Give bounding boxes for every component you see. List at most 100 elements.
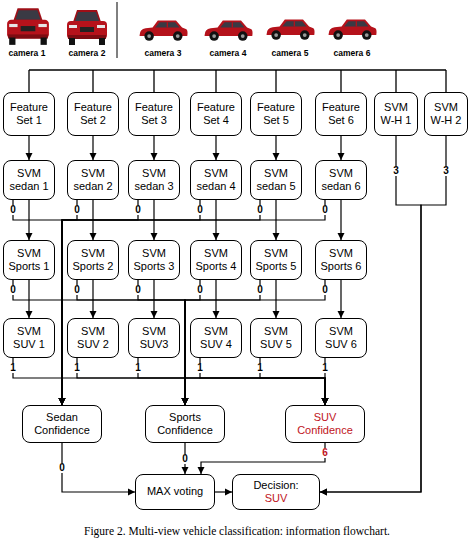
output-value: 3 bbox=[442, 166, 450, 176]
flow-arrow bbox=[340, 280, 341, 318]
flow-arrow bbox=[13, 358, 325, 405]
flow-arrow bbox=[138, 358, 325, 405]
output-value: 0 bbox=[9, 285, 17, 295]
output-value: 0 bbox=[321, 205, 329, 215]
flow-arrow bbox=[62, 200, 138, 405]
box-label: SVM sedan 1 bbox=[6, 167, 52, 193]
feature-box: Feature Set 5 bbox=[250, 92, 302, 136]
box-label: SVM SUV3 bbox=[131, 325, 177, 351]
output-value: 1 bbox=[256, 363, 264, 373]
svm-box: SVM SUV 4 bbox=[190, 318, 242, 358]
box-label: MAX voting bbox=[138, 485, 212, 498]
box-label: SVM Sports 5 bbox=[253, 247, 299, 273]
flow-arrow bbox=[201, 443, 325, 474]
box-label: Feature Set 6 bbox=[318, 101, 364, 127]
box-label: SVM SUV 5 bbox=[253, 325, 299, 351]
feature-box: Feature Set 3 bbox=[128, 92, 180, 136]
confidence-box: SUV Confidence bbox=[285, 405, 365, 443]
voting-box: MAX voting bbox=[135, 474, 215, 510]
flow-arrow bbox=[13, 200, 62, 405]
flow-arrow bbox=[340, 200, 341, 240]
flow-arrow bbox=[28, 280, 29, 318]
flow-arrow bbox=[62, 200, 200, 405]
camera-label: camera 5 bbox=[272, 48, 309, 58]
output-value: 1 bbox=[73, 363, 81, 373]
output-value: 1 bbox=[9, 363, 17, 373]
svm-box: SVM sedan 1 bbox=[3, 160, 55, 200]
output-value: 0 bbox=[196, 205, 204, 215]
output-value: 0 bbox=[73, 285, 81, 295]
svm-box: SVM SUV 6 bbox=[315, 318, 367, 358]
box-label: Feature Set 2 bbox=[70, 101, 116, 127]
camera-label: camera 2 bbox=[69, 48, 106, 58]
svm-box: SVM SUV 2 bbox=[67, 318, 119, 358]
flow-arrow bbox=[62, 200, 260, 405]
box-label: SVM sedan 6 bbox=[318, 167, 364, 193]
flow-arrow bbox=[62, 200, 325, 405]
box-label: SVM Sports 1 bbox=[6, 247, 52, 273]
feature-box: Feature Set 2 bbox=[67, 92, 119, 136]
box-label: SVM sedan 3 bbox=[131, 167, 177, 193]
svm-box: SVM sedan 4 bbox=[190, 160, 242, 200]
output-value: 1 bbox=[321, 363, 329, 373]
camera-label: camera 4 bbox=[210, 48, 247, 58]
output-value: 0 bbox=[58, 463, 66, 473]
svm-box: SVM sedan 3 bbox=[128, 160, 180, 200]
svm-box: SVM Sports 2 bbox=[67, 240, 119, 280]
car-photo bbox=[67, 10, 107, 45]
output-value: 0 bbox=[73, 205, 81, 215]
output-value: 0 bbox=[196, 285, 204, 295]
car-photo bbox=[140, 20, 188, 40]
feature-box: Feature Set 6 bbox=[315, 92, 367, 136]
flow-arrow bbox=[275, 280, 276, 318]
svm-box: SVM Sports 5 bbox=[250, 240, 302, 280]
feature-box: Feature Set 4 bbox=[190, 92, 242, 136]
svm-box: SVM sedan 5 bbox=[250, 160, 302, 200]
box-label: SVM SUV 6 bbox=[318, 325, 364, 351]
svm-box: SVM SUV 5 bbox=[250, 318, 302, 358]
flow-arrow bbox=[92, 136, 93, 160]
camera-label: camera 3 bbox=[145, 48, 182, 58]
box-label: SVM SUV 2 bbox=[70, 325, 116, 351]
box-label: Feature Set 1 bbox=[6, 101, 52, 127]
feature-box: Feature Set 1 bbox=[3, 92, 55, 136]
svm-box: SVM sedan 2 bbox=[67, 160, 119, 200]
output-value: 6 bbox=[321, 448, 329, 458]
flow-arrow bbox=[62, 200, 77, 405]
flow-arrow bbox=[215, 491, 232, 492]
figure-caption: Figure 2. Multi-view vehicle classificat… bbox=[0, 525, 474, 537]
output-value: 0 bbox=[134, 285, 142, 295]
svm-box: SVM Sports 3 bbox=[128, 240, 180, 280]
box-label: SUV bbox=[235, 492, 317, 505]
flow-arrow bbox=[153, 136, 154, 160]
svm-box: SVM Sports 1 bbox=[3, 240, 55, 280]
output-value: 0 bbox=[181, 454, 189, 464]
svm-box: SVM W-H 2 bbox=[424, 92, 468, 136]
svm-box: SVM Sports 4 bbox=[190, 240, 242, 280]
flow-arrow bbox=[215, 136, 216, 160]
output-value: 1 bbox=[196, 363, 204, 373]
box-label: SVM sedan 4 bbox=[193, 167, 239, 193]
box-label: SVM Sports 4 bbox=[193, 247, 239, 273]
flow-arrow bbox=[340, 136, 341, 160]
svm-box: SVM W-H 1 bbox=[374, 92, 418, 136]
decision-box: Decision:SUV bbox=[232, 474, 320, 510]
box-label: Feature Set 5 bbox=[253, 101, 299, 127]
box-label: SVM W-H 2 bbox=[427, 101, 465, 127]
flow-arrow bbox=[77, 358, 325, 405]
flow-arrow bbox=[28, 136, 29, 160]
svm-box: SVM sedan 6 bbox=[315, 160, 367, 200]
output-value: 0 bbox=[321, 285, 329, 295]
box-label: Feature Set 3 bbox=[131, 101, 177, 127]
box-label: Sports Confidence bbox=[148, 411, 222, 437]
flow-arrow bbox=[185, 280, 325, 405]
separator-line bbox=[117, 2, 118, 58]
confidence-box: Sports Confidence bbox=[145, 405, 225, 443]
box-label: Feature Set 4 bbox=[193, 101, 239, 127]
car-photo bbox=[329, 19, 377, 39]
box-label: SVM sedan 5 bbox=[253, 167, 299, 193]
output-value: 1 bbox=[134, 363, 142, 373]
output-value: 0 bbox=[256, 285, 264, 295]
svm-box: SVM SUV 1 bbox=[3, 318, 55, 358]
